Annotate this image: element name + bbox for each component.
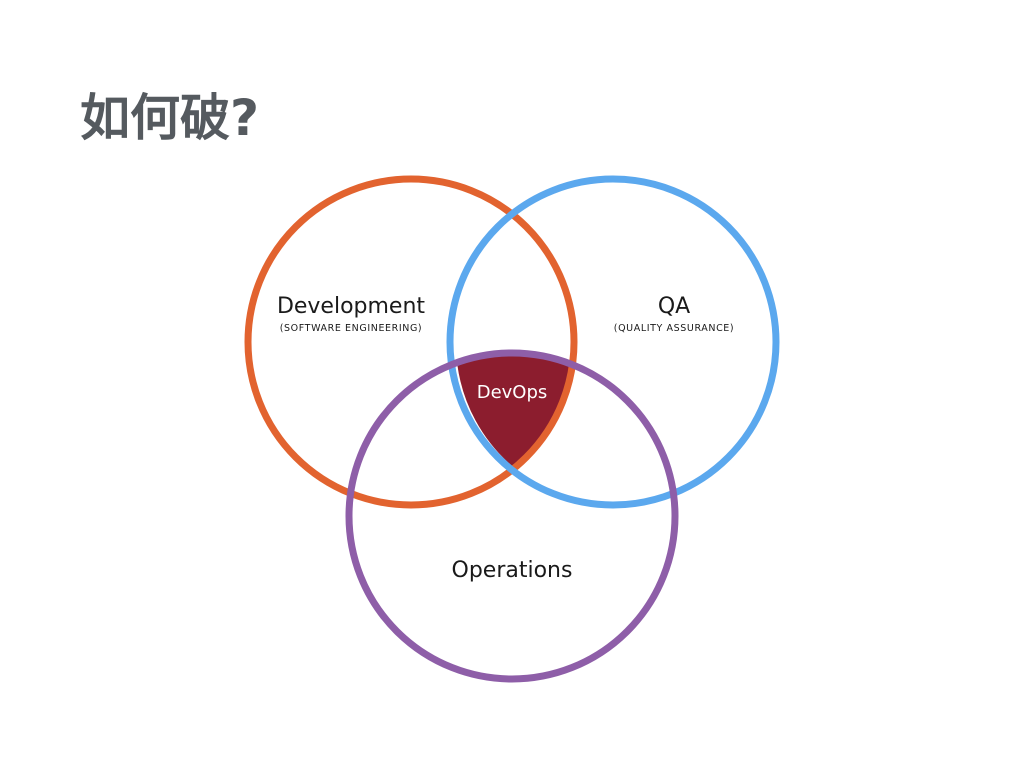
development-sublabel: (SOFTWARE ENGINEERING) xyxy=(280,323,422,334)
devops-label: DevOps xyxy=(477,382,548,403)
qa-sublabel: (QUALITY ASSURANCE) xyxy=(614,323,734,334)
operations-circle xyxy=(345,349,679,683)
devops-intersection-region xyxy=(457,354,571,466)
development-circle xyxy=(244,175,578,509)
slide-title: 如何破? xyxy=(80,89,260,147)
qa-circle xyxy=(446,175,780,509)
operations-label: Operations xyxy=(452,558,573,583)
development-label: Development xyxy=(277,294,425,319)
qa-label: QA xyxy=(658,294,690,319)
